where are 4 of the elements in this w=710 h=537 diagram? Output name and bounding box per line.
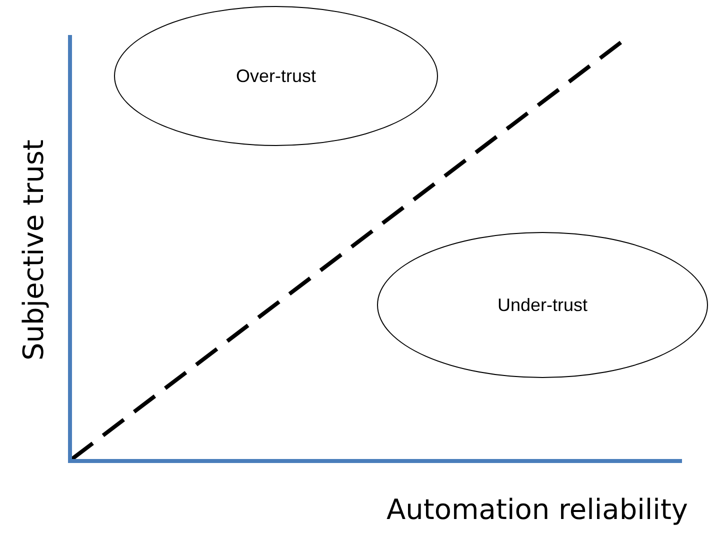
axis-title: Subjective trust <box>17 138 51 362</box>
region-label: Under-trust <box>497 294 588 316</box>
region-label: Over-trust <box>236 66 316 86</box>
axis-title: Automation reliability <box>386 493 688 528</box>
